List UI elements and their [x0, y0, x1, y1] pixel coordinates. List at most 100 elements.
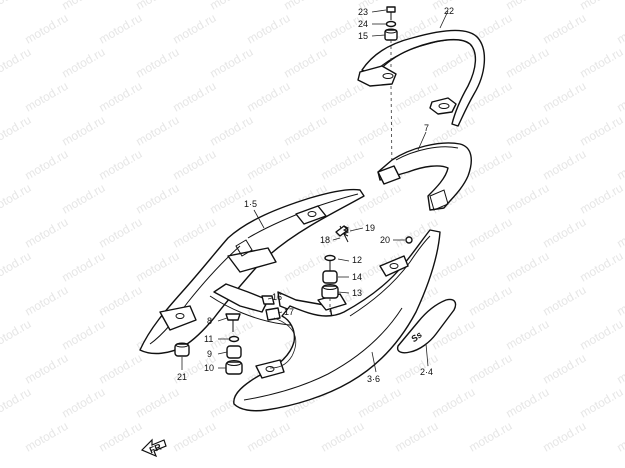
callout-13: 13 — [352, 288, 362, 298]
seat-cowl-cover — [377, 142, 472, 211]
collar-15 — [384, 28, 398, 41]
watermark-text: motod.ru — [614, 11, 625, 47]
watermark-text: motod.ru — [59, 249, 107, 285]
watermark-text: motod.ru — [22, 79, 70, 115]
screw-8 — [225, 313, 241, 332]
watermark-text: motod.ru — [503, 113, 551, 149]
watermark-text: motod.ru — [466, 419, 514, 455]
collar-10 — [225, 360, 243, 375]
dash-connector-17 — [269, 317, 297, 369]
watermark-text: motod.ru — [540, 147, 588, 183]
watermark-text: motod.ru — [0, 45, 33, 81]
watermark-text: motod.ru — [318, 419, 366, 455]
watermark-text: motod.ru — [577, 181, 625, 217]
watermark-text: motod.ru — [577, 0, 625, 13]
watermark-text: motod.ru — [281, 249, 329, 285]
watermark-text: motod.ru — [577, 45, 625, 81]
front-direction-arrow: FR — [140, 438, 167, 458]
watermark-text: motod.ru — [0, 317, 33, 353]
watermark-text: motod.ru — [96, 351, 144, 387]
watermark-text: motod.ru — [22, 419, 70, 455]
watermark-text: motod.ru — [281, 0, 329, 13]
watermark-text: motod.ru — [577, 113, 625, 149]
callout-22: 22 — [444, 6, 454, 16]
callout-23: 23 — [358, 7, 368, 17]
watermark-text: motod.ru — [22, 351, 70, 387]
callout-1-5: 1·5 — [244, 199, 257, 209]
grab-rail — [357, 29, 485, 127]
grommet-9 — [226, 345, 242, 359]
seat-tail-cowl — [139, 188, 365, 355]
watermark-text: motod.ru — [59, 385, 107, 421]
watermark-text: motod.ru — [540, 215, 588, 251]
watermark-text: motod.ru — [244, 419, 292, 455]
watermark-text: motod.ru — [281, 45, 329, 81]
watermark-text: motod.ru — [133, 45, 181, 81]
watermark-text: motod.ru — [503, 45, 551, 81]
watermark-text: motod.ru — [170, 11, 218, 47]
callout-18: 18 — [320, 235, 330, 245]
callout-7: 7 — [424, 123, 429, 133]
watermark-text: motod.ru — [0, 181, 33, 217]
clip-17 — [265, 307, 281, 321]
watermark-text: motod.ru — [133, 113, 181, 149]
watermark-text: motod.ru — [244, 147, 292, 183]
watermark-text: motod.ru — [59, 0, 107, 13]
watermark-text: motod.ru — [170, 215, 218, 251]
watermark-text: motod.ru — [59, 181, 107, 217]
watermark-text: motod.ru — [540, 11, 588, 47]
callout-20: 20 — [380, 235, 390, 245]
callout-15: 15 — [358, 31, 368, 41]
callout-12: 12 — [352, 255, 362, 265]
nut-20 — [405, 236, 413, 244]
watermark-text: motod.ru — [318, 79, 366, 115]
watermark-text: motod.ru — [614, 147, 625, 183]
watermark-text: motod.ru — [466, 215, 514, 251]
spring-19 — [342, 225, 350, 237]
watermark-text: motod.ru — [244, 11, 292, 47]
watermark-text: motod.ru — [96, 79, 144, 115]
watermark-text: motod.ru — [540, 283, 588, 319]
watermark-text: motod.ru — [170, 419, 218, 455]
bolt-23 — [386, 6, 396, 20]
callout-10: 10 — [204, 363, 214, 373]
collar-13 — [321, 284, 339, 299]
assembly-line-rail-lower — [390, 85, 393, 171]
watermark-text: motod.ru — [466, 147, 514, 183]
watermark-text: motod.ru — [96, 419, 144, 455]
watermark-text: motod.ru — [540, 79, 588, 115]
bolt-12 — [324, 254, 336, 272]
watermark-text: motod.ru — [614, 419, 625, 455]
watermark-text: motod.ru — [96, 215, 144, 251]
watermark-text: motod.ru — [503, 317, 551, 353]
callout-16: 16 — [272, 292, 282, 302]
watermark-text: motod.ru — [577, 385, 625, 421]
watermark-text: motod.ru — [466, 351, 514, 387]
emblem-decal: Ss — [396, 298, 457, 354]
watermark-text: motod.ru — [503, 249, 551, 285]
callout-24: 24 — [358, 19, 368, 29]
watermark-text: motod.ru — [318, 147, 366, 183]
watermark-text: motod.ru — [503, 0, 551, 13]
watermark-text: motod.ru — [614, 283, 625, 319]
watermark-text: motod.ru — [207, 45, 255, 81]
watermark-text: motod.ru — [96, 283, 144, 319]
watermark-text: motod.ru — [207, 113, 255, 149]
watermark-text: motod.ru — [577, 317, 625, 353]
arrow-text: FR — [148, 441, 163, 455]
watermark-text: motod.ru — [170, 79, 218, 115]
watermark-text: motod.ru — [281, 113, 329, 149]
watermark-text: motod.ru — [170, 147, 218, 183]
watermark-text: motod.ru — [392, 351, 440, 387]
watermark-text: motod.ru — [503, 181, 551, 217]
watermark-text: motod.ru — [429, 45, 477, 81]
watermark-text: motod.ru — [207, 0, 255, 13]
watermark-text: motod.ru — [355, 385, 403, 421]
watermark-text: motod.ru — [503, 385, 551, 421]
cushion-21 — [174, 342, 190, 357]
watermark-text: motod.ru — [22, 147, 70, 183]
callout-11: 11 — [204, 334, 213, 344]
watermark-text: motod.ru — [22, 215, 70, 251]
leader-lines — [181, 9, 449, 373]
